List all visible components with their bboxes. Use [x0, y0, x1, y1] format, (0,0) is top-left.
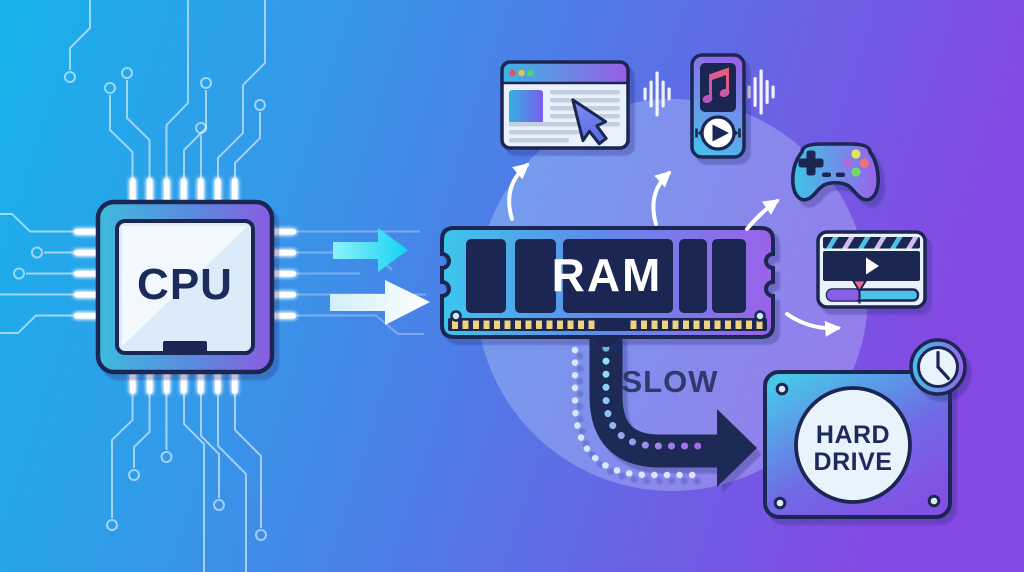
ram-hole-left [450, 310, 462, 322]
screw-icon [927, 494, 941, 508]
browser-dot-green [527, 69, 534, 77]
arrow-to-controller [745, 199, 780, 231]
skip-back-icon [695, 128, 703, 138]
ram-module: RAM [440, 226, 775, 347]
browser-text-lines [509, 90, 620, 143]
film-strip-stripes [826, 237, 919, 249]
game-controller-icon [791, 142, 880, 202]
slow-arrow-inner-dots [602, 344, 704, 450]
hard-drive-label-line2: DRIVE [814, 448, 893, 476]
arrow-to-browser [507, 162, 530, 221]
ram-gold-pins [452, 320, 763, 329]
slow-arrow-head [717, 409, 757, 487]
browser-icon [500, 60, 630, 150]
slow-arrow-outer-dots [571, 346, 699, 479]
browser-titlebar [502, 62, 628, 83]
clock-icon [909, 338, 967, 396]
cursor-icon [571, 98, 608, 146]
cpu-label: CPU [137, 260, 233, 309]
fast-arrow-cyan [333, 228, 408, 272]
video-player-icon [816, 230, 927, 309]
sound-waves-icon [643, 69, 775, 117]
ram-key-notch [594, 335, 618, 347]
hard-drive-label-line1: HARD [816, 421, 890, 449]
cpu-to-ram-arrows [330, 228, 430, 325]
cpu-notch [163, 341, 207, 352]
ram-label: RAM [552, 249, 663, 301]
video-play-icon [866, 257, 879, 275]
video-progress-fill [827, 289, 860, 301]
cpu-pins [74, 178, 296, 394]
fast-arrow-white [330, 280, 430, 325]
clock-hands [936, 350, 951, 381]
video-scrubber-marker [852, 279, 867, 292]
arrow-to-music-player [651, 170, 672, 226]
ram-output-arrows [507, 162, 842, 337]
controller-buttons [842, 149, 870, 177]
cpu-die-sheen [122, 226, 248, 346]
hard-drive: HARD DRIVE [763, 370, 952, 519]
slow-arrow [571, 334, 757, 487]
player-screen [700, 63, 736, 112]
hard-drive-platter [794, 386, 912, 504]
circuit-traces [0, 0, 426, 572]
music-player-icon [690, 53, 746, 159]
music-note-icon [702, 67, 730, 104]
browser-dot-red [509, 69, 516, 77]
ram-chips [466, 239, 746, 313]
skip-forward-icon [733, 128, 741, 138]
arrow-to-hard-drive [785, 312, 842, 337]
dpad-icon [798, 150, 824, 176]
ram-hole-right [754, 310, 766, 322]
screw-icon [775, 382, 789, 396]
screw-icon [773, 496, 787, 510]
slow-label: SLOW [622, 364, 719, 399]
film-strip-icon [823, 237, 920, 249]
browser-image-block [509, 90, 543, 124]
browser-dot-yellow [518, 69, 525, 77]
browser-border [500, 60, 630, 150]
play-icon [712, 124, 729, 142]
cpu-chip: CPU [95, 199, 275, 375]
